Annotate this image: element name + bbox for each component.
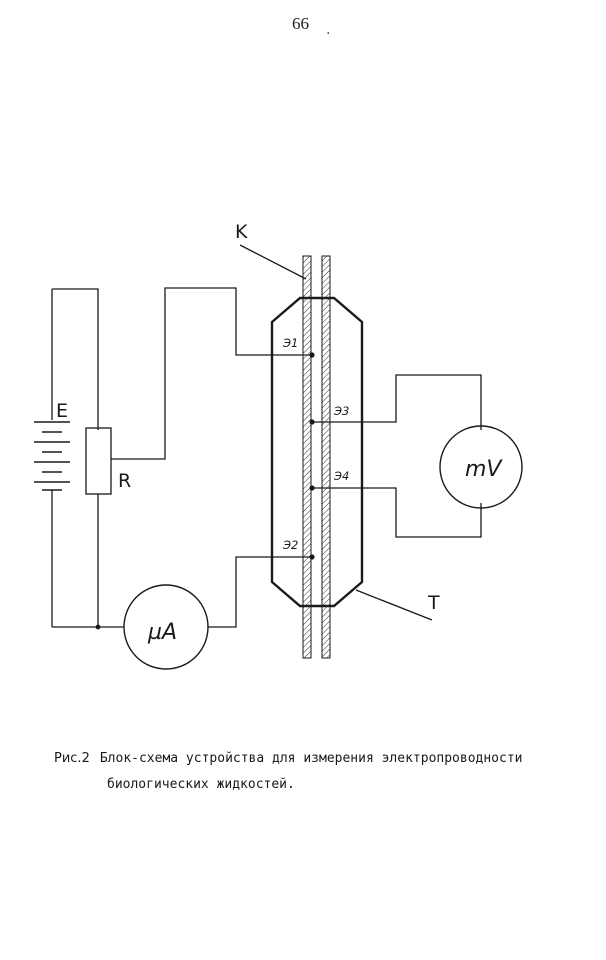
wire-e3-voltmeter [312, 374, 482, 430]
electrode-e4-point [309, 485, 315, 491]
wires [51, 244, 482, 628]
electrode-e2-point [309, 554, 315, 560]
label-e1: Э1 [282, 336, 298, 350]
label-millivoltmeter: mV [465, 457, 503, 482]
millivoltmeter-circle [439, 425, 523, 509]
caption-line-2: биологических жидкостей. [107, 777, 295, 792]
wire-meter-e2 [208, 556, 312, 628]
page-number: 66 [292, 14, 309, 33]
wire-slider-e1 [111, 287, 312, 460]
page-mark: . [326, 22, 331, 38]
label-resistor: R [118, 470, 131, 492]
electrodes [95, 352, 315, 630]
capillary-k [302, 255, 331, 659]
label-e2: Э2 [282, 538, 298, 552]
label-battery: E [56, 400, 68, 422]
label-e4: Э4 [333, 469, 349, 483]
leader-k [239, 244, 307, 280]
label-tube: T [427, 592, 440, 614]
milliammeter-circle [123, 584, 209, 670]
wire-e4-voltmeter [312, 487, 482, 538]
caption-text-1: Блок-схема устройства для измерения элек… [99, 751, 523, 766]
figure-caption: Рис.2 Блок-схема устройства для измерения… [54, 746, 594, 798]
leader-t [355, 589, 433, 621]
junction-point [95, 624, 101, 630]
wire-battery-top [52, 288, 99, 430]
label-e3: Э3 [333, 404, 349, 418]
electrode-e3-point [309, 419, 315, 425]
resistor-symbol [85, 427, 112, 495]
electrode-e1-point [309, 352, 315, 358]
battery-symbol [34, 421, 70, 491]
figure-number: Рис.2 [54, 751, 90, 766]
caption-line-1: Рис.2 Блок-схема устройства для измерения… [54, 746, 594, 772]
label-milliammeter: µA [147, 620, 177, 645]
label-capillary: K [235, 221, 248, 243]
